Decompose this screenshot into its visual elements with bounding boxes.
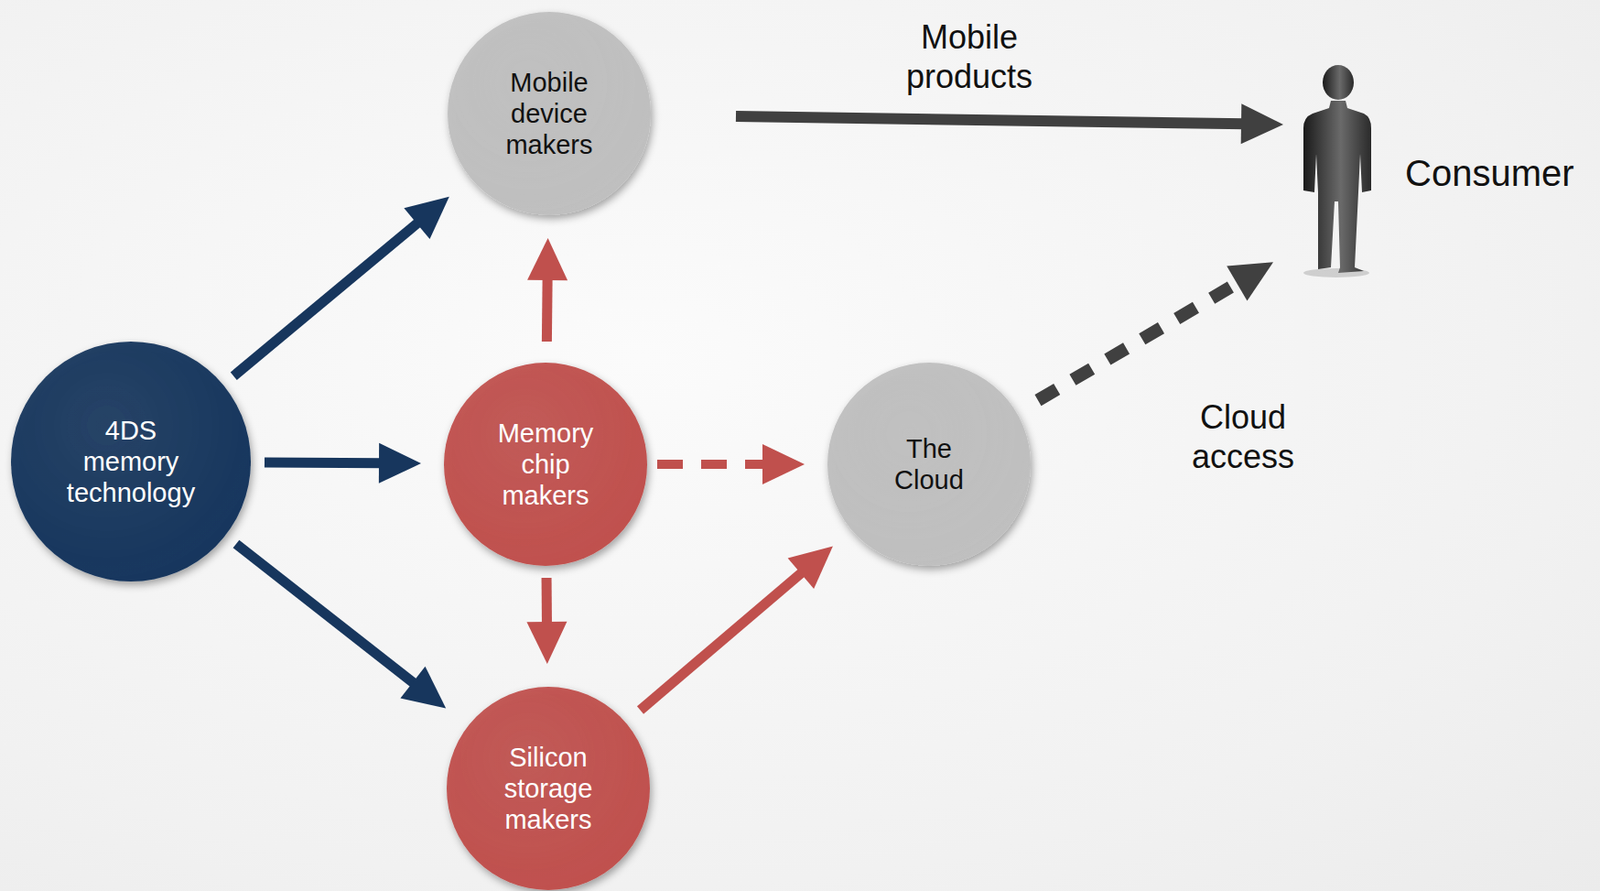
cloud-circle: The Cloud	[824, 359, 1034, 569]
node-label: 4DS memory technology	[62, 414, 200, 509]
arrow-shaft	[640, 571, 804, 711]
flow-arrow	[735, 103, 1284, 144]
flow-arrow	[657, 443, 805, 485]
maker-circle: Mobile device makers	[444, 9, 654, 218]
flow-arrow	[1037, 261, 1274, 400]
node-label: Mobile device makers	[492, 66, 607, 162]
arrow-shaft	[735, 116, 1245, 124]
arrow-head	[527, 237, 568, 281]
flow-arrow	[640, 545, 833, 710]
circle-shape	[824, 359, 1034, 569]
arrow-head	[400, 666, 446, 709]
arrow-shaft	[264, 456, 383, 468]
consumer-figure: Consumer	[1290, 64, 1579, 280]
arrow-shaft	[541, 276, 553, 342]
maker-circle: Memory chip makers	[441, 359, 650, 569]
person-figure	[1290, 64, 1392, 280]
flow-arrow	[233, 196, 450, 377]
arrow-head	[762, 443, 805, 485]
edge-label: Cloud access	[1169, 397, 1317, 476]
node-label: Consumer	[1405, 151, 1575, 195]
arrow-shaft	[1037, 281, 1241, 400]
arrow-head	[378, 443, 422, 484]
arrow-head	[1241, 103, 1284, 144]
node-label: Silicon storage makers	[488, 741, 608, 836]
node-label: The Cloud	[886, 432, 973, 496]
edge-label: Mobile products	[886, 17, 1052, 97]
arrow-head	[788, 545, 833, 589]
technology-circle: 4DS memory technology	[8, 338, 254, 584]
arrow-head	[403, 196, 449, 239]
flow-arrow	[264, 443, 422, 484]
flow-arrow	[236, 543, 446, 708]
arrow-shaft	[236, 543, 416, 685]
flow-arrow	[526, 577, 567, 664]
arrow-shaft	[657, 459, 767, 469]
flow-arrow	[527, 237, 568, 342]
arrow-head	[1226, 261, 1274, 301]
arrow-head	[526, 621, 567, 664]
node-label: Memory chip makers	[488, 417, 604, 512]
arrow-shaft	[233, 221, 420, 377]
arrow-shaft	[541, 577, 552, 626]
maker-circle: Silicon storage makers	[443, 683, 653, 891]
